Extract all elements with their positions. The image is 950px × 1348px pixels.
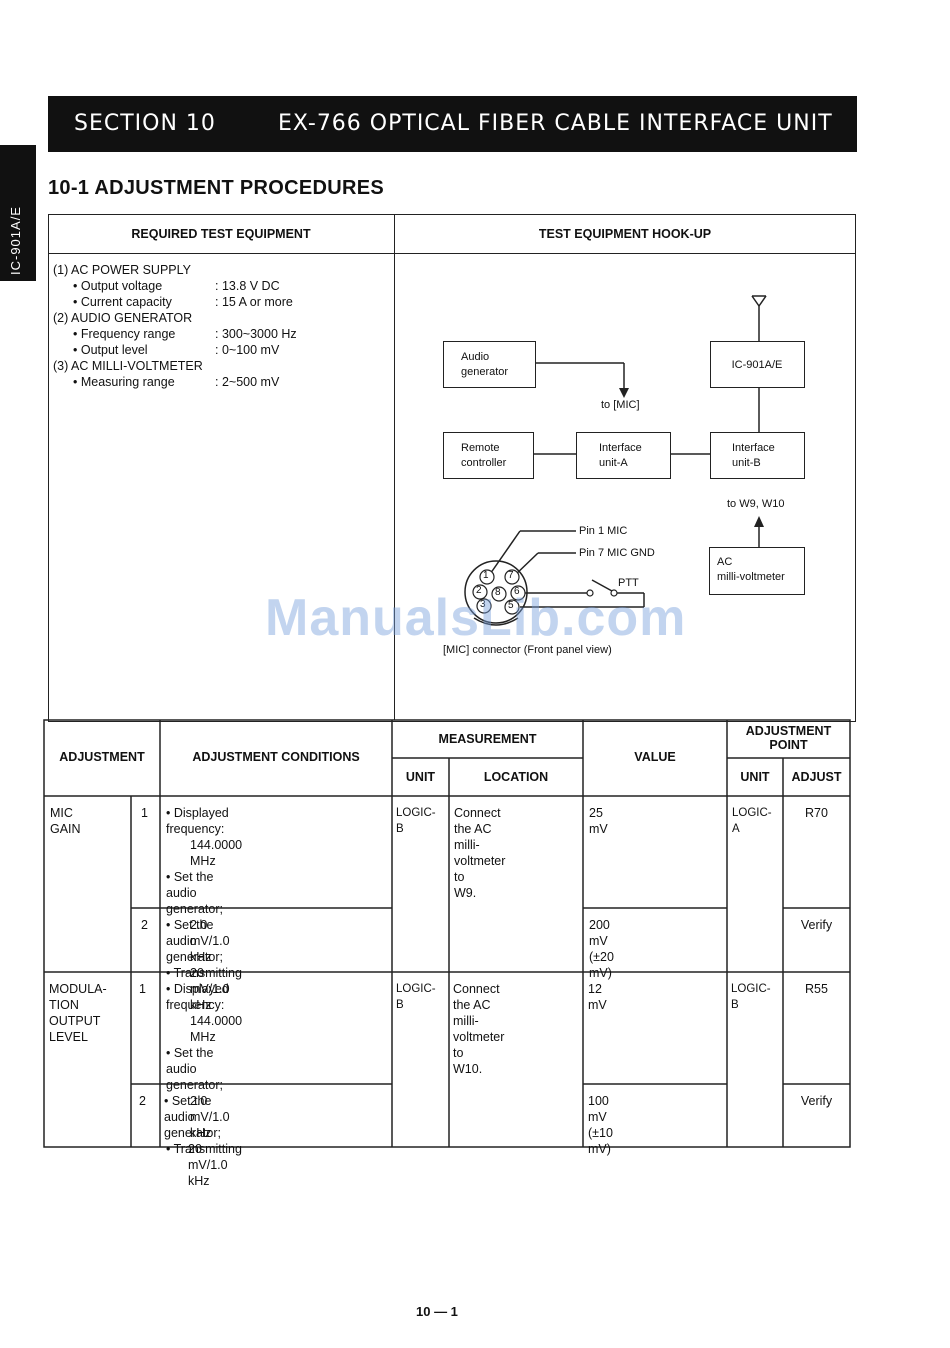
to-mic-label: to [MIC] (601, 399, 640, 411)
step-number: 2 (139, 1094, 146, 1108)
meas-unit: LOGIC-B (396, 983, 436, 1011)
th-location: LOCATION (483, 770, 549, 784)
page-heading: 10-1 ADJUSTMENT PROCEDURES (48, 177, 385, 199)
adjustment-name: MIC GAIN (50, 806, 81, 836)
equipment-header: REQUIRED TEST EQUIPMENT (131, 227, 311, 241)
hookup-diagram-lines (464, 295, 767, 626)
conditions: • Set the audio generator; 20 mV/1.0 kHz (164, 1094, 228, 1188)
ptt-label: PTT (618, 577, 639, 589)
divider (48, 253, 856, 254)
conditions: • Displayed frequency: 144.0000 MHz • Se… (166, 982, 243, 1156)
th-meas-unit: UNIT (405, 770, 436, 784)
th-value: VALUE (634, 750, 676, 764)
section-number: SECTION 10 (74, 111, 216, 136)
th-adjust: ADJUST (791, 770, 842, 784)
remote-controller-box (443, 432, 534, 479)
step-number: 1 (141, 806, 148, 820)
adjustment-table-grid (43, 719, 851, 1148)
pin-number: 3 (480, 599, 486, 610)
pin1-label: Pin 1 MIC (579, 525, 628, 537)
pin7-label: Pin 7 MIC GND (579, 547, 655, 559)
location: Connect the AC milli-voltmeter to W9. (454, 806, 506, 900)
pin-number: 5 (508, 600, 514, 611)
pin-number: 8 (495, 587, 501, 598)
transceiver-label: IC-901A/E (731, 359, 783, 371)
value: 25 mV (589, 806, 608, 836)
adj-unit: LOGIC-B (731, 983, 771, 1011)
pin-number: 6 (514, 586, 520, 597)
step-number: 1 (139, 982, 146, 996)
step-number: 2 (141, 918, 148, 932)
value: 100 mV (±10 mV) (588, 1094, 613, 1156)
divider (394, 214, 395, 720)
conditions: • Displayed frequency: 144.0000 MHz • Se… (166, 806, 243, 980)
th-measurement: MEASUREMENT (438, 732, 537, 746)
audio-generator-box (443, 341, 536, 388)
page-number: 10 — 1 (416, 1304, 458, 1319)
location: Connect the AC milli-voltmeter to W10. (453, 982, 505, 1076)
interface-unit-a-box (576, 432, 671, 479)
adjust: Verify (800, 1094, 833, 1108)
transceiver-box (710, 341, 805, 388)
hookup-header: TEST EQUIPMENT HOOK-UP (538, 227, 712, 241)
adjust: R55 (805, 982, 828, 996)
interface-unit-b-box (710, 432, 805, 479)
adjust: Verify (800, 918, 833, 932)
section-header-bar: SECTION 10 EX-766 OPTICAL FIBER CABLE IN… (48, 96, 857, 152)
th-conditions: ADJUSTMENT CONDITIONS (192, 750, 360, 764)
value: 12 mV (588, 982, 607, 1012)
adjustment-name: MODULA- TION OUTPUT LEVEL (49, 982, 107, 1044)
side-tab: IC-901A/E (0, 145, 36, 281)
pin-number: 7 (508, 570, 514, 581)
pin-number: 2 (476, 585, 482, 596)
value: 200 mV (±20 mV) (589, 918, 614, 980)
to-w9-w10-label: to W9, W10 (727, 498, 785, 510)
meas-unit: LOGIC-B (396, 807, 436, 835)
th-adj-unit: UNIT (740, 770, 770, 784)
watermark: ManualsLib.com (265, 589, 687, 647)
pin-number: 1 (483, 570, 489, 581)
section-title: EX-766 OPTICAL FIBER CABLE INTERFACE UNI… (278, 111, 833, 136)
ac-millivoltmeter-box (709, 547, 805, 595)
connector-caption: [MIC] connector (Front panel view) (443, 644, 612, 656)
th-adjustment: ADJUSTMENT (59, 750, 145, 764)
adjust: R70 (805, 806, 828, 820)
adj-unit: LOGIC-A (732, 807, 772, 835)
conditions: • Set the audio generator; 20 mV/1.0 kHz (166, 918, 230, 1012)
equipment-frame (48, 214, 856, 722)
